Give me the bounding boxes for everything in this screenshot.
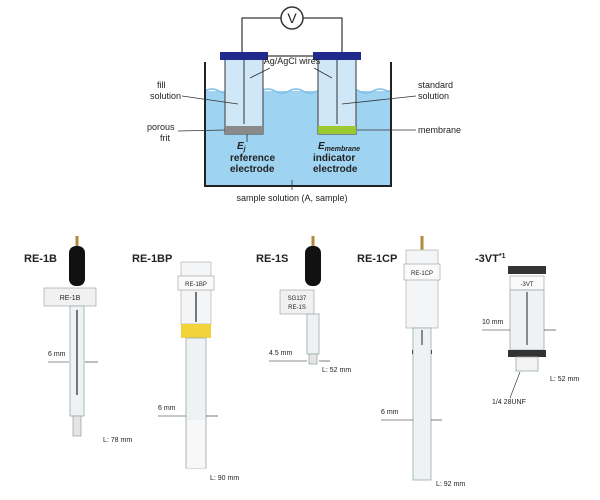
- electrode-thread: [515, 356, 539, 372]
- electrode-re-1s: RE-1S SG137 RE-1S 4.5 mm L: 52 mm: [256, 236, 351, 374]
- dimension-label: 6 mm: [48, 351, 66, 358]
- wires-pointer-left: [249, 67, 271, 79]
- dimension-label: 6 mm: [158, 405, 176, 412]
- porous-frit-label-2: frit: [160, 133, 170, 143]
- sample-solution-label: sample solution (A, sample): [236, 193, 347, 203]
- standard-solution-label-2: solution: [418, 91, 449, 101]
- reference-cap: [220, 52, 268, 60]
- electrode-tip: [308, 353, 318, 365]
- electrochemical-cell-diagram: V Ag/AgCl wires fill solution porous fri…: [147, 6, 461, 203]
- length-label: L: 78 mm: [103, 437, 132, 444]
- reference-electrode-label-1: reference: [230, 153, 275, 164]
- tag-text: RE-1B: [60, 295, 81, 302]
- electrode-tag: [177, 275, 215, 291]
- electrode-tip: [72, 415, 82, 437]
- yellow-band: [181, 324, 211, 338]
- electrode-body: [306, 313, 320, 355]
- electrode-name: -3VT*1: [475, 253, 506, 265]
- electrode-top-cap: [508, 266, 546, 274]
- membrane-label: membrane: [418, 125, 461, 135]
- wires-label: Ag/AgCl wires: [264, 56, 321, 66]
- length-label: L: 90 mm: [210, 475, 239, 482]
- porous-frit-label-1: porous: [147, 122, 175, 132]
- standard-solution-label-1: standard: [418, 80, 453, 90]
- dimension-label: 6 mm: [381, 409, 399, 416]
- indicator-electrode-label-2: electrode: [313, 164, 358, 175]
- electrode-tag: [403, 263, 441, 281]
- electrode-name: RE-1CP: [357, 253, 397, 265]
- fill-solution-label-1: fill: [157, 80, 166, 90]
- electrode-head: [405, 249, 439, 329]
- frit-pointer: [177, 129, 226, 132]
- electrode-re-1cp: RE-1CP RE-1CP 6 mm L: 92 mm: [357, 236, 465, 488]
- electrode-name: RE-1BP: [132, 253, 172, 265]
- beaker: [204, 62, 392, 187]
- tag-text: RE-1BP: [185, 282, 207, 288]
- fill-solution-label-2: solution: [150, 91, 181, 101]
- reference-electrode-label-2: electrode: [230, 164, 275, 175]
- voltmeter-icon: [280, 6, 304, 30]
- length-label: L: 52 mm: [550, 376, 579, 383]
- electrode-bottom-band: [508, 350, 546, 357]
- junction-potential-label: Ej: [237, 141, 247, 153]
- electrode-cap: [305, 246, 321, 286]
- electrode-cap: [69, 246, 85, 286]
- electrode-tag: [279, 289, 315, 315]
- fill-pointer: [181, 95, 239, 105]
- length-label: L: 92 mm: [436, 481, 465, 488]
- standard-pointer: [341, 95, 417, 105]
- tag-text-2: RE-1S: [288, 305, 306, 311]
- tag-text-1: SG137: [288, 296, 307, 302]
- dimension-label: 4.5 mm: [269, 350, 293, 357]
- indicator-electrode-label-1: indicator: [313, 153, 355, 164]
- electrode-name: RE-1B: [24, 253, 57, 265]
- length-label: L: 52 mm: [322, 367, 351, 374]
- porous-frit-shape: [225, 126, 263, 134]
- electrode-3vt: -3VT*1 -3VT 10 mm L: 52 mm 1/4 28UNF: [475, 253, 579, 406]
- tag-text: -3VT: [520, 282, 533, 288]
- electrode-tip: [187, 420, 205, 468]
- membrane-shape: [318, 126, 356, 134]
- voltmeter-label: V: [287, 10, 297, 26]
- thread-label: 1/4 28UNF: [492, 399, 526, 406]
- tag-text: RE-1CP: [411, 271, 433, 277]
- membrane-potential-label: Emembrane: [318, 141, 360, 153]
- thread-pointer: [509, 371, 521, 399]
- dimension-label: 10 mm: [482, 319, 504, 326]
- electrode-re-1bp: RE-1BP RE-1BP 6 mm L: 90 mm: [132, 253, 239, 482]
- electrode-body: [412, 327, 432, 481]
- electrode-re-1b: RE-1B RE-1B 6 mm L: 78 mm: [24, 236, 132, 444]
- wires-pointer-right: [313, 67, 333, 79]
- electrode-name: RE-1S: [256, 253, 288, 265]
- indicator-cap: [313, 52, 361, 60]
